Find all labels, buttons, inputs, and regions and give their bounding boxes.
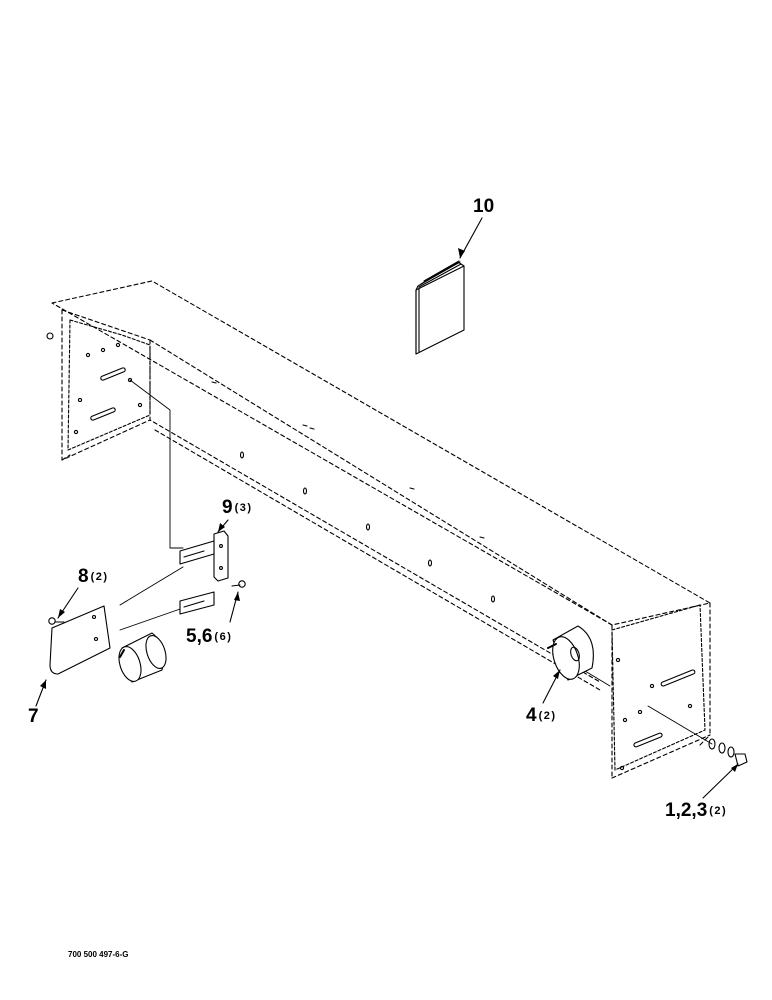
left-plate-slots: [46, 332, 143, 435]
callout-number: 4: [526, 705, 537, 726]
callout-number: 7: [28, 706, 39, 727]
callout-7: 7: [28, 707, 39, 726]
right-plate-slots: [615, 657, 696, 771]
callout-quantity: (2): [90, 571, 109, 583]
manual-booklet: [415, 260, 465, 355]
callout-8: 8(2): [78, 567, 109, 586]
callout-number: 9: [222, 497, 233, 518]
roller-left: [118, 632, 167, 683]
bolt-washers: [708, 738, 748, 767]
screws: [48, 580, 246, 625]
arrow-heads: [40, 248, 738, 772]
leader-lines: [35, 217, 739, 799]
callout-10: 10: [473, 197, 494, 216]
callout-quantity: (2): [709, 805, 728, 817]
plate-part: [49, 605, 111, 675]
left-end-plate: [67, 319, 151, 451]
callout-quantity: (2): [538, 710, 557, 722]
right-end-plate: [611, 604, 706, 771]
callout-number: 1,2,3: [665, 800, 708, 821]
callout-1-2-3: 1,2,3(2): [665, 801, 727, 820]
leader-123: [702, 763, 739, 799]
bracket-part: [179, 530, 229, 615]
roller-right: [547, 625, 594, 681]
assembly-lines: [119, 379, 713, 745]
beam-holes: [211, 381, 496, 603]
callout-number: 5,6: [186, 626, 213, 647]
callout-number: 8: [78, 566, 89, 587]
callout-quantity: (6): [214, 631, 233, 643]
callout-5-6: 5,6(6): [186, 627, 232, 646]
callout-4: 4(2): [526, 706, 557, 725]
frame-outline: [51, 280, 711, 779]
callout-number: 10: [473, 196, 495, 217]
callout-quantity: (3): [234, 502, 253, 514]
drawing-code: 700 500 497-6-G: [68, 950, 129, 959]
callout-9: 9(3): [222, 498, 253, 517]
